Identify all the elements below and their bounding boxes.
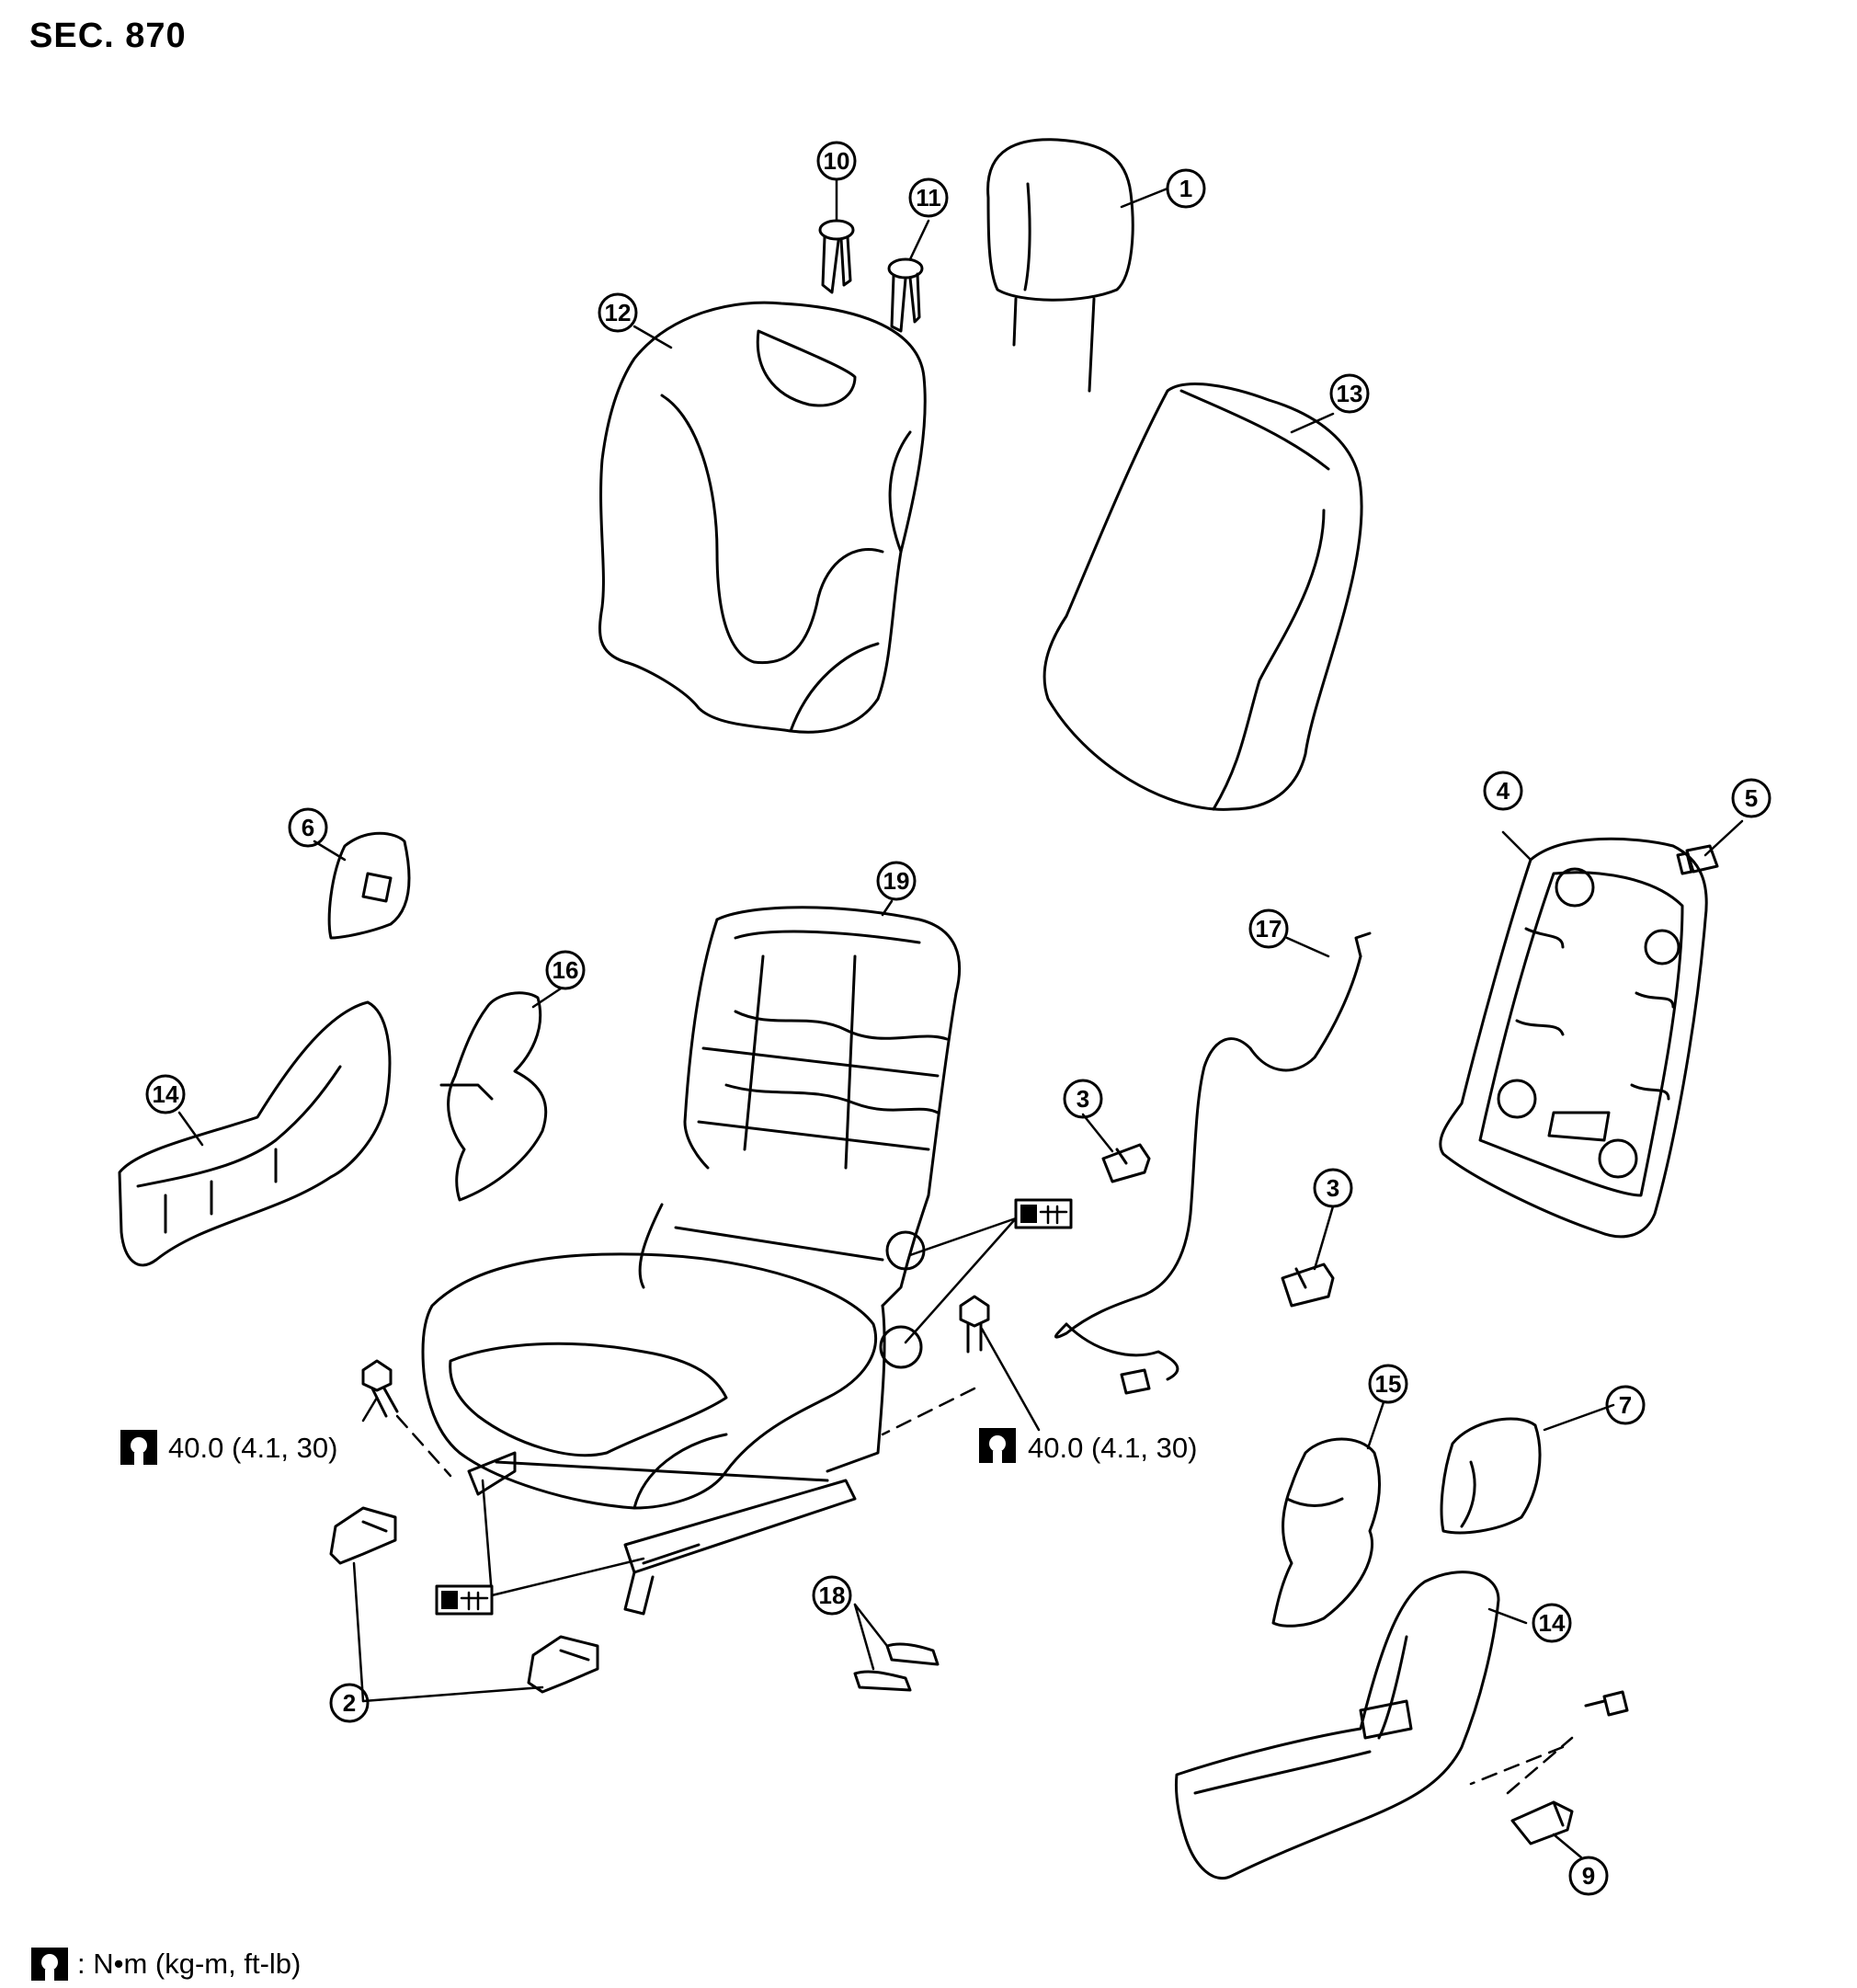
knob-cover-6 [1440, 1417, 1542, 1535]
seat-frame [638, 906, 962, 1473]
callout-1: 1 [1166, 168, 1206, 209]
callout-16: 16 [545, 950, 586, 990]
callout-9: 11 [908, 177, 949, 218]
torque-wrench-icon [979, 1428, 1016, 1463]
headrest-part [986, 138, 1134, 393]
svg-text:14: 14 [153, 1080, 179, 1108]
back-board-connector [1676, 844, 1719, 875]
recliner-cover-inner [1271, 1437, 1381, 1628]
callout-2: 2 [329, 1683, 370, 1723]
svg-text:9: 9 [1582, 1862, 1595, 1890]
bolt-right [959, 1295, 990, 1354]
svg-text:19: 19 [883, 867, 910, 895]
headrest-holder-8 [818, 219, 855, 294]
back-board [1439, 837, 1708, 1239]
inner-side-cover [439, 991, 548, 1202]
svg-text:17: 17 [1256, 915, 1282, 943]
callout-12: 9 [1568, 1856, 1609, 1896]
torque-wrench-icon [31, 1948, 68, 1981]
bracket-2-lower [527, 1635, 599, 1694]
torque-spec-left: 40.0 (4.1, 30) [168, 1432, 338, 1464]
callout-17: 17 [1248, 908, 1289, 949]
seat-cushion [421, 1252, 878, 1510]
torque-spec-right: 40.0 (4.1, 30) [1028, 1432, 1198, 1464]
svg-text:15: 15 [1375, 1370, 1402, 1398]
svg-text:2: 2 [343, 1689, 356, 1717]
lever-12 [1510, 1800, 1574, 1845]
grease-point-icon [435, 1584, 494, 1616]
clip-set-18 [853, 1642, 940, 1692]
callout-13: 14 [1532, 1603, 1572, 1643]
svg-text:5: 5 [1745, 784, 1758, 812]
seat-side-cover-outer [1175, 1571, 1500, 1880]
callout-4: 4 [1483, 771, 1523, 811]
svg-text:10: 10 [824, 147, 850, 175]
callout-3-lower: 3 [1313, 1168, 1353, 1208]
bracket-2-upper [329, 1506, 397, 1565]
seat-harness [1054, 931, 1372, 1395]
section-title: SEC. 870 [29, 17, 187, 55]
bolt-left [361, 1359, 399, 1418]
seatback-trim [598, 301, 927, 734]
callout-15: 15 [1368, 1364, 1408, 1404]
recliner-cover-small [327, 831, 411, 940]
svg-text:6: 6 [302, 814, 314, 841]
svg-text:11: 11 [916, 184, 941, 211]
clip-3-lower [1281, 1262, 1335, 1308]
svg-text:3: 3 [1077, 1085, 1089, 1113]
dashed-lines [395, 1387, 1574, 1795]
svg-text:7: 7 [1619, 1391, 1632, 1419]
callout-11: 13 [1329, 373, 1370, 414]
torque-legend: : N•m (kg-m, ft-lb) [31, 1948, 301, 1981]
callout-19: 19 [876, 861, 917, 901]
callout-3-upper: 3 [1063, 1079, 1103, 1119]
svg-text:4: 4 [1497, 777, 1510, 805]
callout-10: 12 [598, 292, 638, 333]
callout-6: 7 [1605, 1385, 1646, 1425]
torque-wrench-icon [120, 1430, 157, 1465]
svg-text:12: 12 [605, 299, 632, 326]
headrest-holder-9 [887, 257, 924, 333]
legend-text: : N•m (kg-m, ft-lb) [77, 1948, 302, 1980]
callout-labels: 1 10 11 12 13 4 5 6 19 16 14 17 3 3 15 7… [145, 141, 1772, 1896]
screw-lower-right [1584, 1690, 1629, 1717]
callout-5: 5 [1731, 778, 1772, 818]
callout-8: 10 [816, 141, 857, 181]
svg-text:14: 14 [1539, 1609, 1566, 1637]
seat-side-finisher [118, 1000, 392, 1267]
seat-slide-rails [467, 1451, 857, 1616]
grease-point-icon [1014, 1198, 1073, 1229]
callout-14: 14 [145, 1074, 186, 1114]
svg-text:16: 16 [553, 956, 579, 984]
svg-text:18: 18 [819, 1582, 846, 1609]
svg-text:1: 1 [1179, 175, 1192, 202]
callout-18: 18 [812, 1575, 852, 1616]
leader-lines [177, 177, 1744, 1859]
clip-3-upper [1101, 1143, 1151, 1183]
seatback-pad [1042, 383, 1363, 811]
callout-7: 6 [288, 807, 328, 848]
svg-text:13: 13 [1337, 380, 1363, 407]
svg-text:3: 3 [1327, 1174, 1339, 1202]
